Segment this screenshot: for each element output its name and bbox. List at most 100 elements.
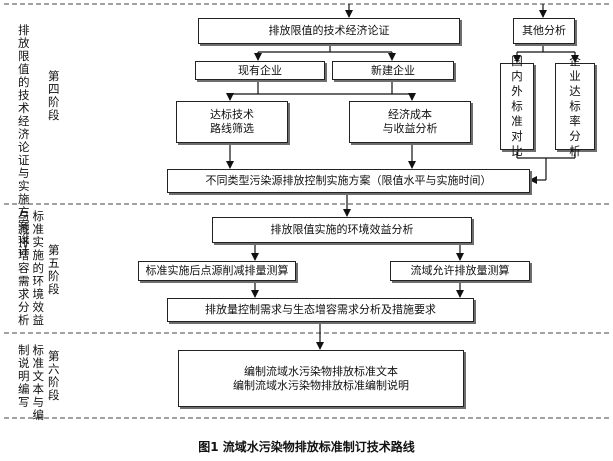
vertical-glyph: 准: [32, 356, 45, 370]
vertical-glyph: 比: [511, 144, 523, 158]
vertical-glyph: 编: [32, 408, 45, 422]
vertical-glyph: 的: [32, 261, 45, 275]
vertical-text-column: 制说明编写: [18, 344, 30, 409]
env-benefit-box: 排放限值实施的环境效益分析: [212, 217, 472, 243]
tech-econ-box: 排放限值的技术经济论证: [198, 18, 460, 44]
vertical-glyph: 济: [18, 127, 30, 141]
vertical-glyph: 施: [18, 192, 30, 206]
vertical-glyph: 减: [18, 222, 30, 236]
compliance-rate-analysis-box: 企业达标率分析: [555, 54, 595, 158]
vertical-glyph: 写: [18, 395, 30, 409]
vertical-glyph: 施: [32, 248, 45, 262]
domestic-foreign-comparison-box: 国内外标准对比: [500, 54, 534, 158]
vertical-glyph: 与: [18, 209, 30, 223]
vertical-glyph: 制: [18, 343, 30, 357]
vertical-glyph: 容: [18, 261, 30, 275]
vertical-glyph: 六: [48, 362, 60, 376]
vertical-glyph: 本: [32, 382, 45, 396]
vertical-glyph: 值: [18, 62, 30, 76]
draft-standard-box: 编制流域水污染物排放标准文本 编制流域水污染物排放标准编制说明: [178, 350, 464, 407]
vertical-glyph: 企: [569, 54, 581, 68]
vertical-glyph: 业: [569, 69, 581, 83]
vertical-glyph: 方: [18, 205, 30, 219]
vertical-glyph: 五: [48, 256, 60, 270]
vertical-glyph: 第: [48, 69, 60, 83]
control-demand-box: 排放量控制需求与生态增容需求分析及措施要求: [167, 298, 474, 322]
vertical-glyph: 经: [18, 114, 30, 128]
vertical-glyph: 证: [18, 153, 30, 167]
vertical-text-column: 标准实施的环境效益: [33, 210, 45, 327]
vertical-glyph: 段: [48, 388, 60, 402]
vertical-glyph: 案: [18, 218, 30, 232]
new-enterprise-box: 新建企业: [332, 61, 454, 80]
stage6-title: 标准文本与编制说明编写: [18, 344, 44, 422]
vertical-glyph: 标: [32, 343, 45, 357]
vertical-glyph: 标: [32, 209, 45, 223]
vertical-glyph: 达: [569, 84, 581, 98]
stage5-name: 第五阶段: [48, 244, 60, 296]
vertical-glyph: 阶: [48, 269, 60, 283]
vertical-glyph: 外: [511, 84, 523, 98]
vertical-glyph: 对: [511, 129, 523, 143]
vertical-glyph: 需: [18, 274, 30, 288]
vertical-glyph: 术: [18, 101, 30, 115]
vertical-glyph: 限: [18, 49, 30, 63]
vertical-glyph: 效: [32, 300, 45, 314]
vertical-glyph: 分: [18, 300, 30, 314]
vertical-text-column: 标准文本与编: [33, 344, 45, 422]
vertical-glyph: 论: [18, 140, 30, 154]
vertical-glyph: 境: [32, 287, 45, 301]
vertical-glyph: 求: [18, 287, 30, 301]
vertical-glyph: 析: [569, 144, 581, 158]
vertical-glyph: 技: [18, 88, 30, 102]
vertical-glyph: 段: [48, 282, 60, 296]
vertical-glyph: 析: [18, 313, 30, 327]
vertical-glyph: 编: [18, 382, 30, 396]
vertical-glyph: 阶: [48, 95, 60, 109]
stage6-name: 第六阶段: [48, 350, 60, 402]
vertical-glyph: 段: [48, 108, 60, 122]
vertical-glyph: 益: [32, 313, 45, 327]
vertical-glyph: 内: [511, 69, 523, 83]
vertical-glyph: 放: [18, 36, 30, 50]
other-analysis-box: 其他分析: [513, 18, 575, 44]
vertical-glyph: 率: [569, 114, 581, 128]
vertical-glyph: 排: [18, 235, 30, 249]
vertical-glyph: 准: [511, 114, 523, 128]
stage4-name: 第四阶段: [48, 70, 60, 122]
vertical-glyph: 计: [18, 244, 30, 258]
vertical-glyph: 国: [511, 54, 523, 68]
vertical-glyph: 分: [569, 129, 581, 143]
vertical-glyph: 第: [48, 243, 60, 257]
vertical-glyph: 明: [18, 369, 30, 383]
vertical-glyph: 准: [32, 222, 45, 236]
vertical-glyph: 第: [48, 349, 60, 363]
vertical-glyph: 增: [18, 248, 30, 262]
vertical-glyph: 与: [18, 166, 30, 180]
vertical-glyph: 标: [569, 99, 581, 113]
vertical-glyph: 排: [18, 23, 30, 37]
vertical-glyph: 说: [18, 356, 30, 370]
basin-capacity-box: 流域允许排放量测算: [390, 261, 530, 281]
vertical-glyph: 环: [32, 274, 45, 288]
implementation-plan-box: 不同类型污染源排放控制实施方案（限值水平与实施时间）: [167, 169, 530, 193]
screening-box: 达标技术 路线筛选: [176, 101, 288, 143]
vertical-glyph: 实: [32, 235, 45, 249]
vertical-glyph: 标: [511, 99, 523, 113]
stage5-title: 标准实施的环境效益与减排增容需求分析: [18, 210, 44, 327]
vertical-text-column: 与减排增容需求分析: [18, 210, 30, 327]
cost-benefit-box: 经济成本 与收益分析: [349, 101, 471, 143]
vertical-glyph: 与: [32, 395, 45, 409]
stage4-title: 排放限值的技术经济论证与实施方案设计: [18, 24, 30, 258]
vertical-glyph: 文: [32, 369, 45, 383]
point-source-reduction-box: 标准实施后点源削减排量测算: [138, 261, 296, 281]
vertical-glyph: 设: [18, 231, 30, 245]
existing-enterprise-box: 现有企业: [195, 61, 325, 80]
vertical-glyph: 阶: [48, 375, 60, 389]
figure-caption: 图1 流域水污染物排放标准制订技术路线: [198, 440, 415, 454]
vertical-glyph: 的: [18, 75, 30, 89]
vertical-glyph: 实: [18, 179, 30, 193]
vertical-glyph: 四: [48, 82, 60, 96]
